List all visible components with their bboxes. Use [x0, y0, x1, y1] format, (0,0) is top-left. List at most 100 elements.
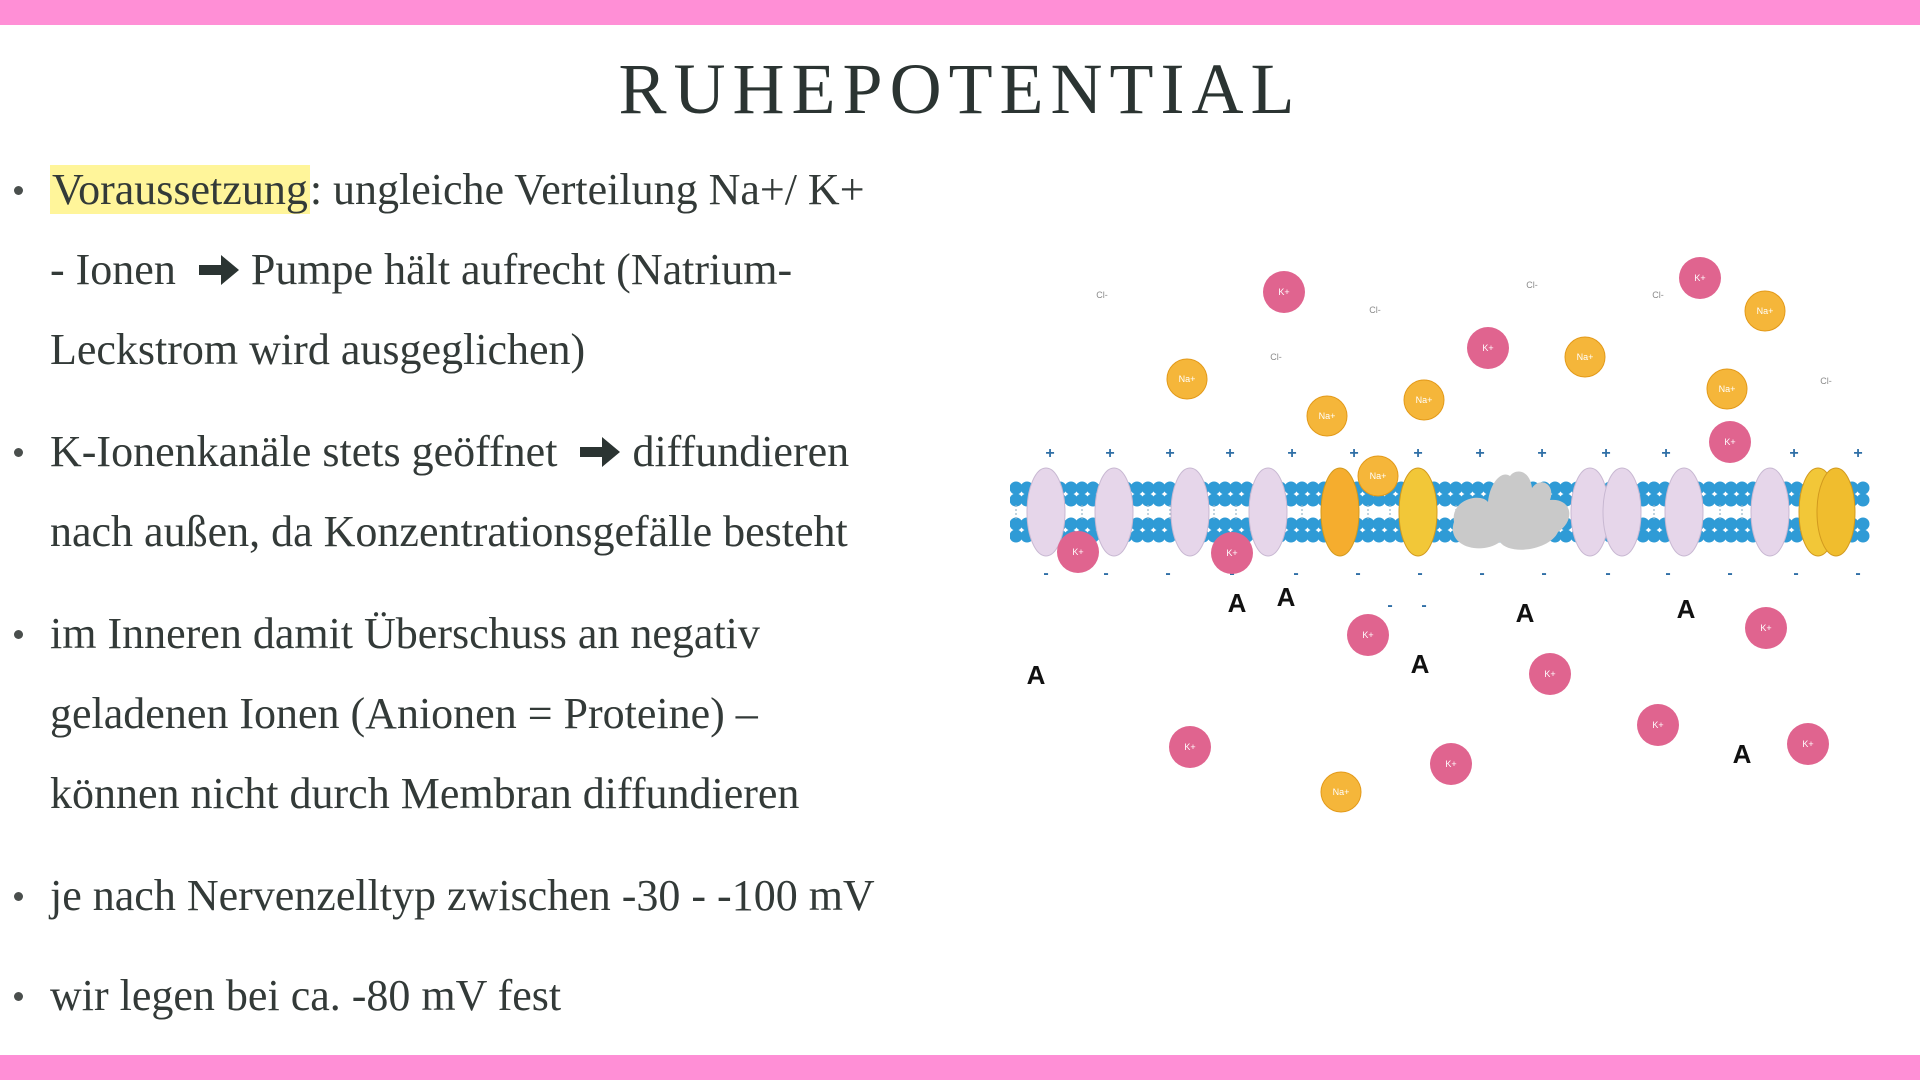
negative-charge-sign: -: [1793, 565, 1798, 582]
ion-channel-protein: [1170, 467, 1210, 557]
lipid-head: [1284, 529, 1298, 543]
potassium-ion-label: K+: [1072, 547, 1083, 557]
lipid-head: [1724, 529, 1738, 543]
highlighted-term: Voraussetzung: [50, 165, 310, 214]
anion-label: A: [1228, 588, 1247, 618]
lipid-head: [1229, 481, 1243, 495]
lipid-head: [1460, 481, 1474, 495]
potassium-ion-label: K+: [1362, 630, 1373, 640]
positive-charge-sign: +: [1661, 445, 1670, 462]
lipid-head: [1548, 481, 1562, 495]
right-arrow-icon: [580, 437, 621, 467]
sodium-ion: [1564, 336, 1606, 378]
potassium-ion: [1787, 723, 1829, 765]
bullet-line: Leckstrom wird ausgeglichen): [50, 325, 586, 374]
bullet-dot-icon: [14, 992, 23, 1001]
negative-charge-sign: -: [1541, 565, 1546, 582]
sodium-ion: [1306, 395, 1348, 437]
lipid-head: [1130, 481, 1144, 495]
lipid-head: [1702, 529, 1716, 543]
potassium-ion: [1263, 271, 1305, 313]
lipid-head: [1141, 493, 1155, 507]
chloride-ion-label: Cl-: [1270, 352, 1282, 362]
sodium-ion: [1320, 771, 1362, 813]
ion-channel-protein: [1026, 467, 1066, 557]
lipid-head: [1647, 493, 1661, 507]
lipid-head: [1647, 529, 1661, 543]
chloride-ion-label: Cl-: [1820, 376, 1832, 386]
positive-charge-sign: +: [1105, 445, 1114, 462]
bullet-list: Voraussetzung: ungleiche Verteilung Na+/…: [14, 164, 875, 1020]
sodium-ion-label: Na+: [1719, 384, 1736, 394]
bullet-dot-icon: [14, 892, 23, 901]
negative-charge-sign: -: [1421, 597, 1426, 614]
lipid-head: [1141, 529, 1155, 543]
chloride-ion-label: Cl-: [1369, 305, 1381, 315]
lipid-head: [1207, 517, 1221, 531]
lipid-head: [1383, 529, 1397, 543]
sodium-ion: [1403, 379, 1445, 421]
potassium-ion-label: K+: [1760, 623, 1771, 633]
bullet-text: diffundieren: [632, 427, 850, 476]
negative-charge-sign: -: [1293, 565, 1298, 582]
bullet-dot-icon: [14, 448, 23, 457]
lipid-head: [1306, 529, 1320, 543]
lipid-head: [1130, 529, 1144, 543]
positive-charge-sign: +: [1349, 445, 1358, 462]
lipid-head: [1713, 517, 1727, 531]
lipid-head: [1010, 529, 1023, 543]
sodium-ion-label: Na+: [1416, 395, 1433, 405]
lipid-head: [1218, 481, 1232, 495]
negative-charge-sign: -: [1103, 565, 1108, 582]
negative-charge-sign: -: [1355, 565, 1360, 582]
lipid-head: [1790, 481, 1804, 495]
positive-charge-sign: +: [1045, 445, 1054, 462]
lipid-head: [1295, 481, 1309, 495]
lipid-head: [1361, 493, 1375, 507]
negative-charge-sign: -: [1165, 565, 1170, 582]
bullet-line: können nicht durch Membran diffundieren: [50, 769, 800, 818]
bullet-line: wir legen bei ca. -80 mV fest: [50, 971, 562, 1020]
transport-protein: [1398, 467, 1438, 557]
potassium-ion-label: K+: [1278, 287, 1289, 297]
sodium-ion: [1744, 290, 1786, 332]
lipid-head: [1295, 517, 1309, 531]
lipid-head: [1790, 529, 1804, 543]
lipid-head: [1559, 481, 1573, 495]
lipid-head: [1438, 517, 1452, 531]
lipid-head: [1713, 493, 1727, 507]
lipid-head: [1361, 517, 1375, 531]
lipid-head: [1284, 493, 1298, 507]
lipid-head: [1438, 493, 1452, 507]
sodium-ion: [1357, 455, 1399, 497]
lipid-head: [1218, 493, 1232, 507]
lipid-head: [1724, 481, 1738, 495]
potassium-ion-label: K+: [1184, 742, 1195, 752]
lipid-head: [1064, 493, 1078, 507]
lipid-head: [1449, 493, 1463, 507]
potassium-ion-label: K+: [1694, 273, 1705, 283]
bullet-line: je nach Nervenzelltyp zwischen -30 - -10…: [50, 871, 875, 920]
lipid-head: [1735, 481, 1749, 495]
lipid-head: [1295, 529, 1309, 543]
lipid-head: [1306, 493, 1320, 507]
potassium-ion: [1467, 327, 1509, 369]
lipid-head: [1559, 529, 1573, 543]
lipid-head: [1636, 529, 1650, 543]
lipid-head: [1152, 529, 1166, 543]
potassium-ion: [1347, 614, 1389, 656]
anion-label: A: [1733, 739, 1752, 769]
lipid-head: [1229, 517, 1243, 531]
lipid-head: [1636, 481, 1650, 495]
sodium-ion-label: Na+: [1370, 471, 1387, 481]
top-accent-bar: [0, 0, 1920, 25]
potassium-ion: [1430, 743, 1472, 785]
ion-channel-protein: [1664, 467, 1704, 557]
negative-charge-sign: -: [1417, 565, 1422, 582]
ion-channel-protein: [1602, 467, 1642, 557]
negative-charge-sign: -: [1387, 597, 1392, 614]
positive-charge-sign: +: [1225, 445, 1234, 462]
bullet-line: Voraussetzung: ungleiche Verteilung Na+/…: [50, 164, 865, 216]
sodium-potassium-pump: [1452, 471, 1570, 550]
lipid-head: [1284, 481, 1298, 495]
